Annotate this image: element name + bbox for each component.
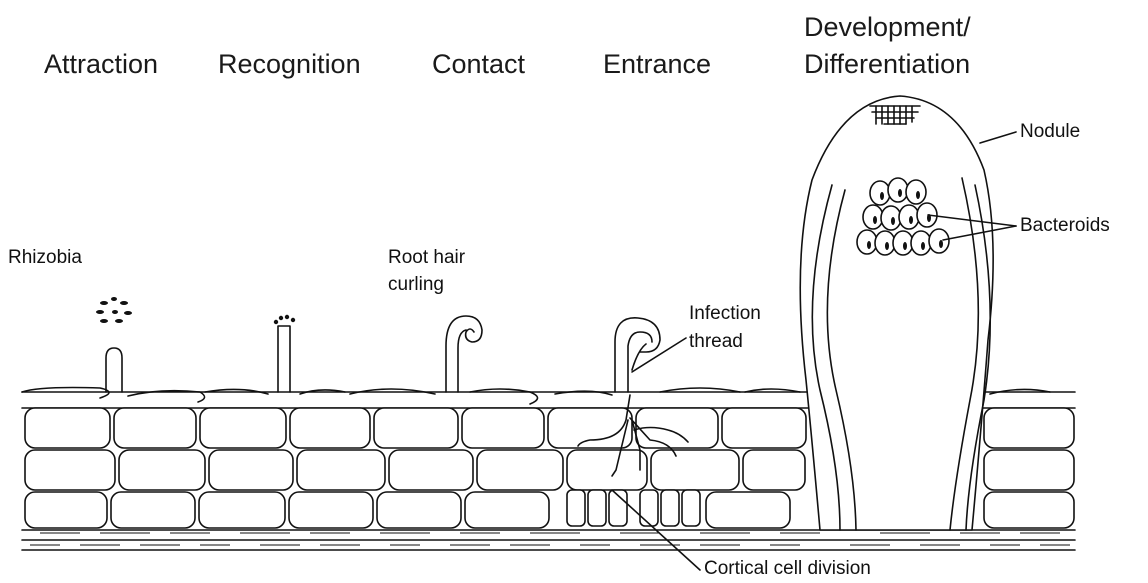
root-hair-recognition (274, 315, 295, 392)
root-hair-curling (446, 316, 482, 392)
label-cortical-cell-division: Cortical cell division (704, 557, 871, 581)
label-thread: thread (689, 330, 743, 354)
nodule (800, 96, 993, 530)
vascular-layers (22, 530, 1075, 550)
root-hair-straight (106, 348, 122, 392)
label-bacteroids: Bacteroids (1020, 214, 1110, 238)
label-nodule: Nodule (1020, 120, 1080, 144)
rhizobia-bacteria (96, 297, 132, 323)
label-root-hair: Root hair (388, 246, 465, 270)
label-infection: Infection (689, 302, 761, 326)
label-curling: curling (388, 273, 444, 297)
label-rhizobia: Rhizobia (8, 246, 82, 270)
